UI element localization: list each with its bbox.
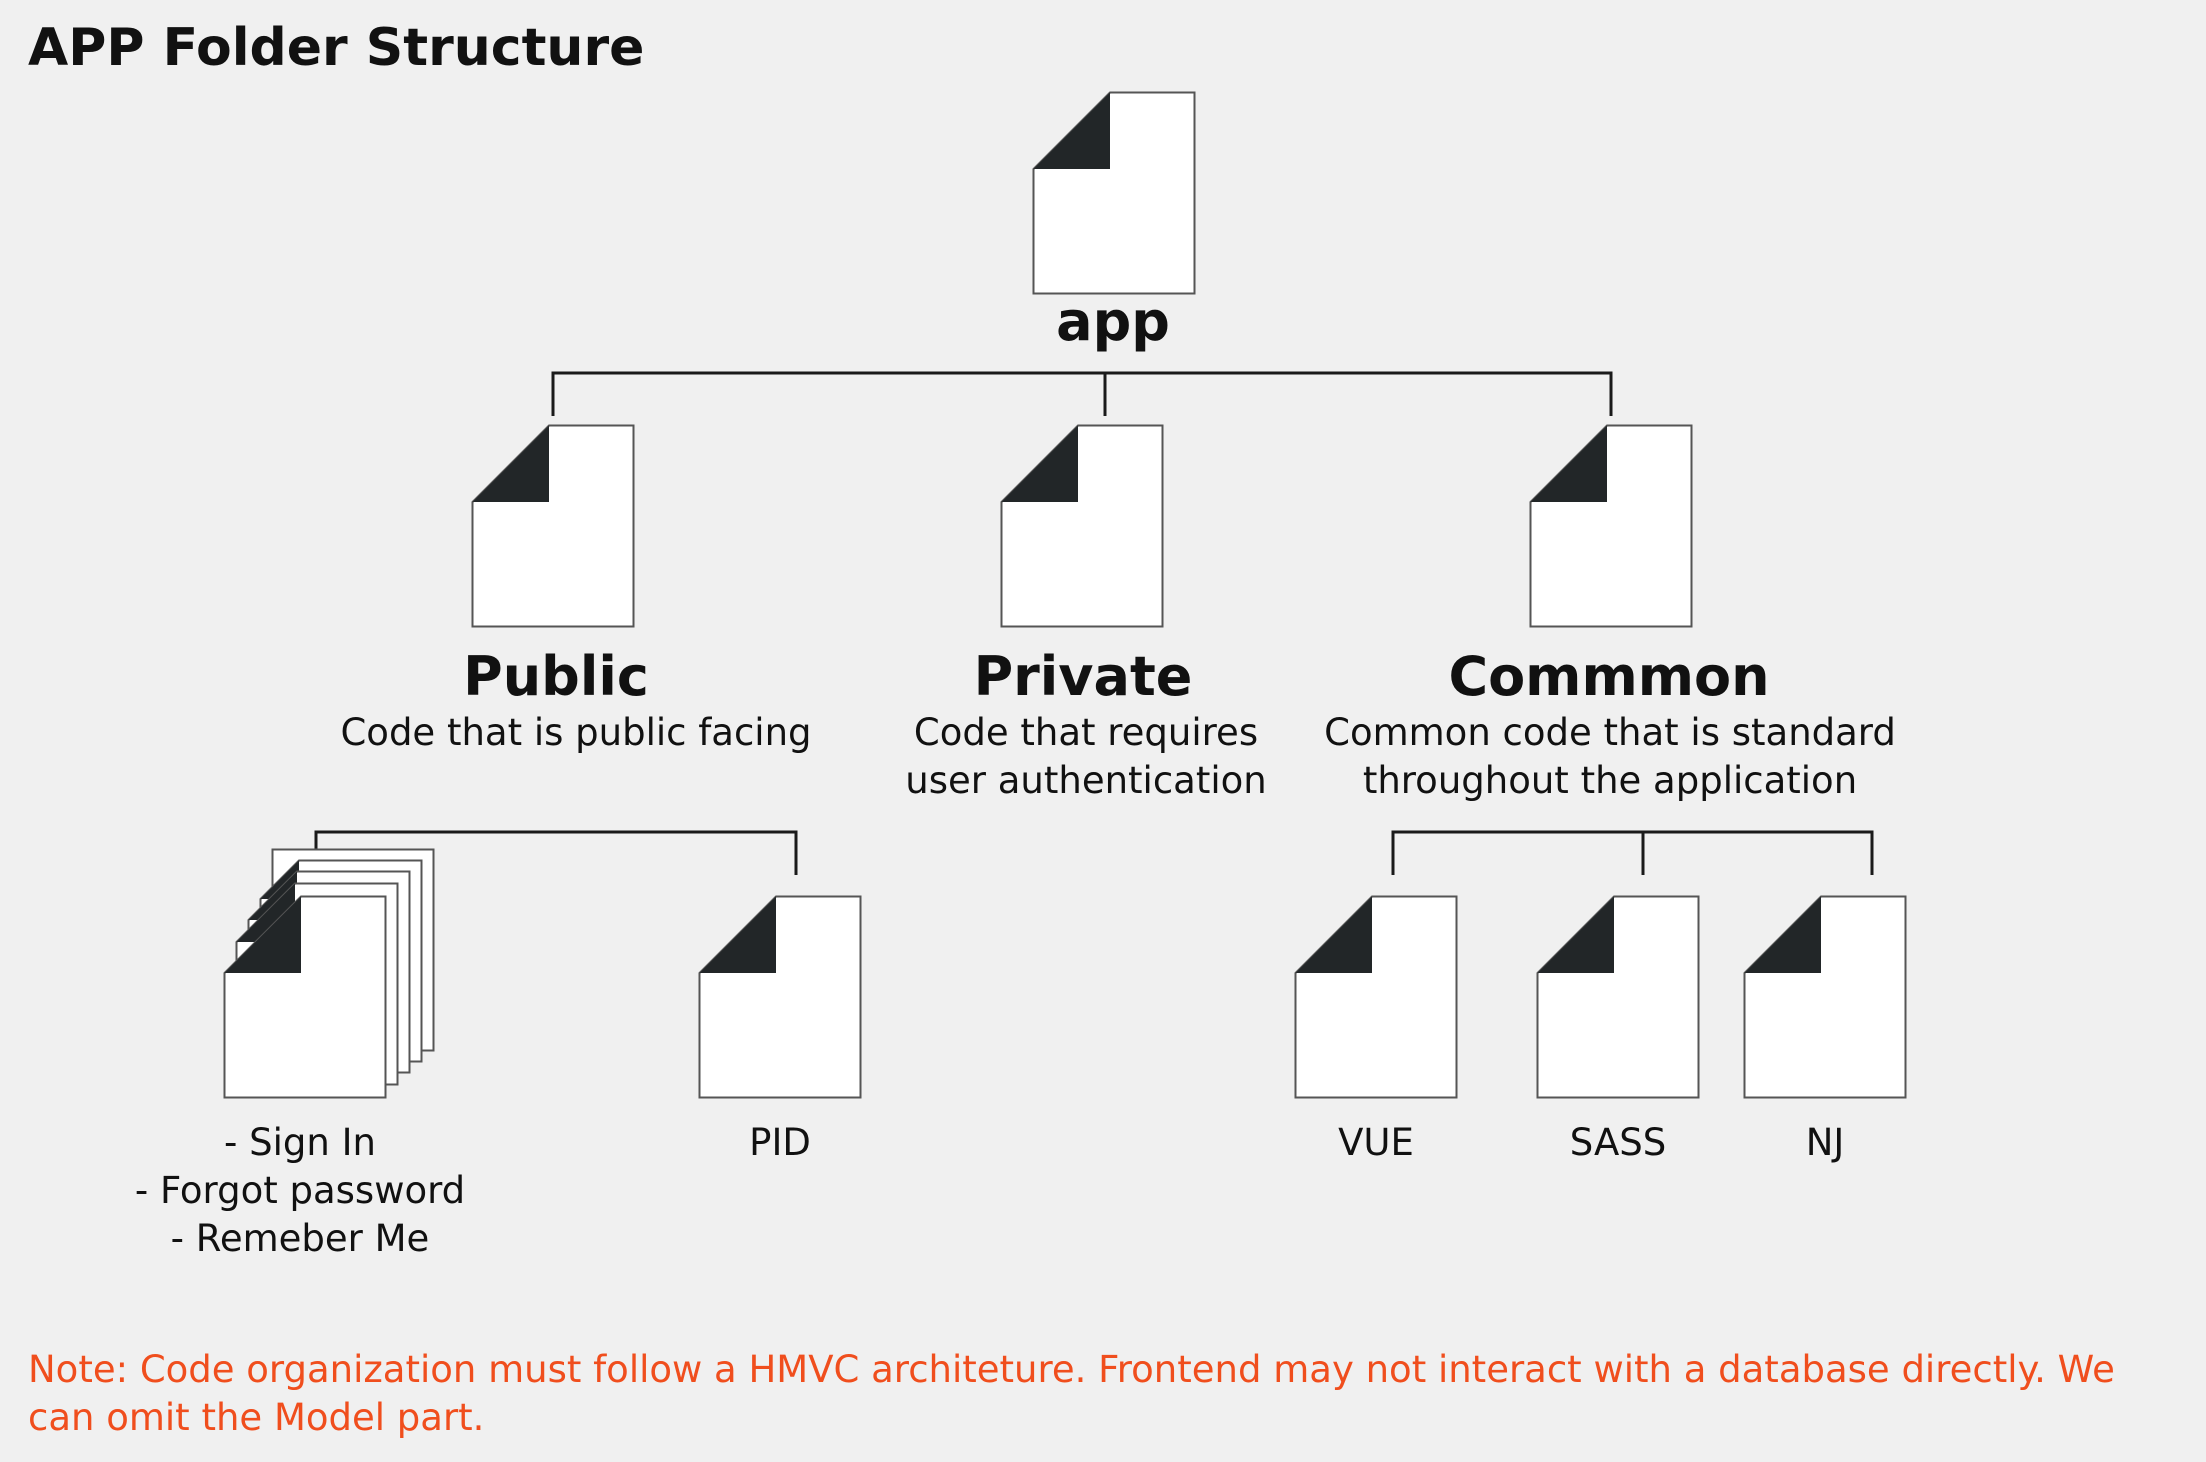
pid-folder-icon[interactable] [698,895,862,1099]
nj-label: NJ [1805,1121,1845,1164]
connector-common-children [1391,830,1874,875]
page-title: APP Folder Structure [28,18,645,78]
pages-folder-icon[interactable] [223,895,387,1099]
pid-label: PID [749,1121,811,1164]
vue-label: VUE [1338,1121,1414,1164]
public-description: Code that is public facing [340,711,812,754]
sass-label: SASS [1569,1121,1667,1164]
public-title: Public [463,645,649,708]
pages-label-forgot-password: - Forgot password [134,1169,466,1212]
private-folder-icon[interactable] [1000,424,1164,628]
vue-folder-icon[interactable] [1294,895,1458,1099]
pages-label-remember-me: - Remeber Me [170,1217,430,1260]
common-description-line-2: throughout the application [1362,759,1858,802]
private-description-line-2: user authentication [905,759,1267,802]
common-description-line-1: Common code that is standard [1324,711,1896,754]
nj-folder-icon[interactable] [1743,895,1907,1099]
architecture-note: Note: Code organization must follow a HM… [28,1348,2115,1439]
common-title: Commmon [1448,645,1770,708]
app-label: app [1056,290,1170,353]
common-folder-icon[interactable] [1529,424,1693,628]
connector-app-children [551,371,1613,416]
private-title: Private [973,645,1193,708]
app-folder-icon[interactable] [1032,91,1196,295]
pages-label-sign-in: - Sign In [224,1121,376,1164]
public-folder-icon[interactable] [471,424,635,628]
private-description-line-1: Code that requires [913,711,1259,754]
sass-folder-icon[interactable] [1536,895,1700,1099]
